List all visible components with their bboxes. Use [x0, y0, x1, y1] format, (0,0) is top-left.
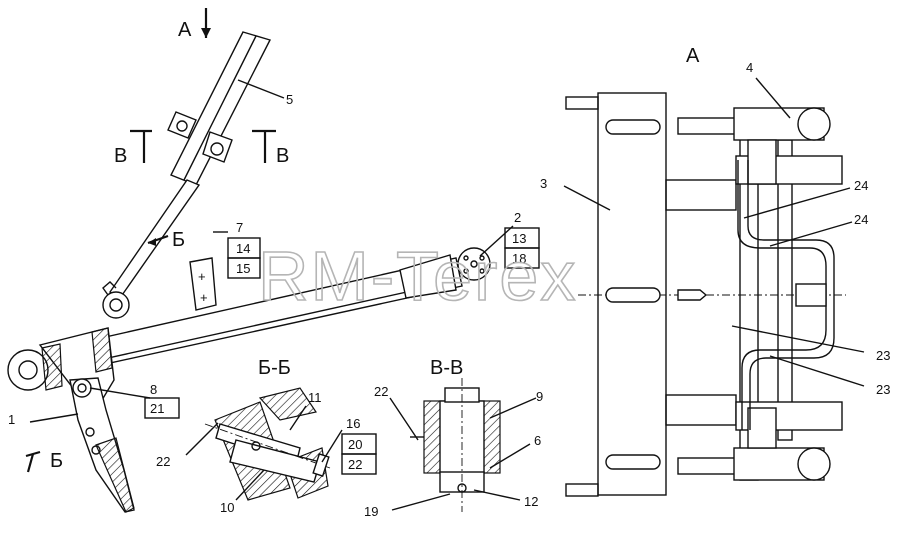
view-a	[565, 92, 846, 497]
callout-4: 4	[746, 60, 753, 75]
callout-12: 12	[524, 494, 538, 509]
callout-box-7	[227, 237, 261, 279]
callout-20: 20	[348, 437, 362, 452]
callout-box-2	[504, 227, 540, 269]
section-v-v	[389, 378, 537, 512]
cut-b-lower-label: Б	[50, 450, 63, 472]
watermark-text: RM-Terex	[258, 237, 577, 315]
callout-23-lower: 23	[876, 382, 890, 397]
callout-22-section-b: 22	[156, 454, 170, 469]
callout-23-upper: 23	[876, 348, 890, 363]
callout-7: 7	[236, 220, 243, 235]
callout-2: 2	[514, 210, 521, 225]
callout-18: 18	[512, 251, 526, 266]
callout-9: 9	[536, 389, 543, 404]
callout-8: 8	[150, 382, 157, 397]
cut-b-upper-label: Б	[172, 229, 185, 251]
section-v-v-title: В-В	[430, 357, 463, 379]
leader-lines-main	[29, 79, 514, 423]
callout-10: 10	[220, 500, 234, 515]
callout-15: 15	[236, 261, 250, 276]
section-b-b	[185, 387, 343, 501]
callout-16: 16	[346, 416, 360, 431]
callout-21: 21	[150, 401, 164, 416]
view-a-title: А	[686, 45, 700, 67]
callout-24-lower: 24	[854, 212, 868, 227]
main-assembly: + +	[7, 8, 491, 513]
cut-v-right-label: В	[276, 145, 289, 167]
arrow-a-label: А	[178, 19, 192, 41]
callout-19: 19	[364, 504, 378, 519]
callout-22-section-v: 22	[374, 384, 388, 399]
cut-v-left-label: В	[114, 145, 127, 167]
callout-22-box: 22	[348, 457, 362, 472]
svg-text:+: +	[198, 269, 206, 284]
callout-6: 6	[534, 433, 541, 448]
callout-14: 14	[236, 241, 250, 256]
leader-lines-view-a	[563, 77, 865, 387]
callout-11: 11	[308, 390, 322, 405]
callout-box-16	[341, 433, 377, 475]
section-b-b-title: Б-Б	[258, 357, 291, 379]
callout-3: 3	[540, 176, 547, 191]
callout-24-upper: 24	[854, 178, 868, 193]
callout-1: 1	[8, 412, 15, 427]
svg-text:+: +	[200, 290, 208, 305]
callout-13: 13	[512, 231, 526, 246]
callout-box-8	[144, 397, 180, 419]
callout-5: 5	[286, 92, 293, 107]
